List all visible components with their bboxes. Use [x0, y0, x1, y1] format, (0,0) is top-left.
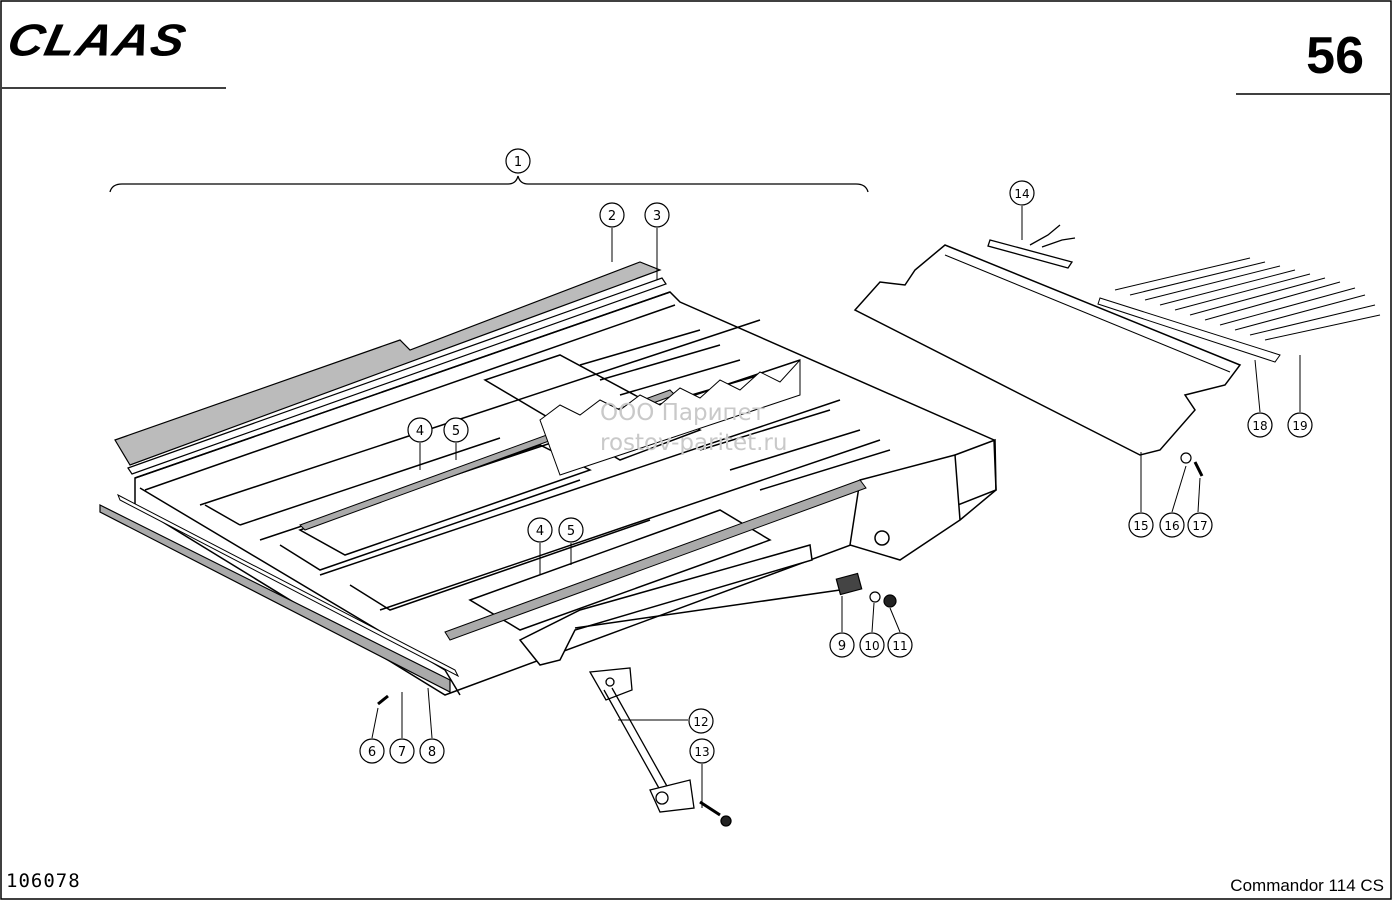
callout-1: 1	[505, 148, 531, 174]
callout-6: 6	[359, 738, 385, 764]
callout-7: 7	[389, 738, 415, 764]
callout-5-lower: 5	[558, 517, 584, 543]
part-3-strip	[127, 277, 667, 475]
callout-4-upper-label: 4	[416, 424, 424, 439]
callout-7-label: 7	[398, 745, 406, 760]
page-number: 56	[1306, 27, 1364, 85]
callout-16-label: 16	[1164, 519, 1179, 533]
callout-2: 2	[599, 202, 625, 228]
callout-14-label: 14	[1014, 187, 1029, 201]
callout-13: 13	[689, 738, 715, 764]
bracket-14	[987, 224, 1076, 269]
callout-12: 12	[688, 708, 714, 734]
group-bracket	[109, 175, 869, 193]
callout-4-lower-label: 4	[536, 524, 544, 539]
comb-18-19	[1097, 257, 1381, 363]
callout-4-lower: 4	[527, 517, 553, 543]
callout-18: 18	[1247, 412, 1273, 438]
callout-8: 8	[419, 738, 445, 764]
callout-8-label: 8	[428, 745, 436, 760]
part-7-8-side-strip	[99, 504, 451, 693]
callouts: 1 2 3 4 5 4 5 6 7 8 9 10 11 12 13 14 15 …	[359, 148, 1313, 764]
callout-15-label: 15	[1133, 519, 1148, 533]
callout-5-lower-label: 5	[567, 524, 575, 539]
callout-2-label: 2	[608, 209, 616, 224]
callout-4-upper: 4	[407, 417, 433, 443]
leader-lines	[371, 206, 1301, 808]
callout-16: 16	[1159, 512, 1185, 538]
callout-13-label: 13	[694, 745, 709, 759]
callout-11: 11	[887, 632, 913, 658]
callout-5-upper: 5	[443, 417, 469, 443]
callout-3-label: 3	[653, 209, 661, 224]
callout-3: 3	[644, 202, 670, 228]
part-4-strip-lower	[444, 479, 867, 641]
drawing-number: 106078	[6, 870, 81, 892]
callout-17-label: 17	[1192, 519, 1207, 533]
callout-12-label: 12	[693, 715, 708, 729]
callout-18-label: 18	[1252, 419, 1267, 433]
callout-19: 19	[1287, 412, 1313, 438]
callout-9: 9	[829, 632, 855, 658]
bolt-6	[377, 694, 389, 706]
callout-17: 17	[1187, 512, 1213, 538]
link-rod-12	[588, 667, 732, 827]
plate-15	[853, 244, 1242, 456]
callout-10: 10	[859, 632, 885, 658]
callout-6-label: 6	[368, 745, 376, 760]
callout-11-label: 11	[892, 639, 907, 653]
part-2-strip	[114, 261, 662, 466]
watermark-company: ООО Парипет	[600, 400, 766, 426]
watermark: ООО Парипет rostov-paritet.ru	[600, 398, 787, 458]
callout-1-label: 1	[514, 155, 522, 170]
hardware-9-10-11	[835, 572, 897, 608]
callout-10-label: 10	[864, 639, 879, 653]
callout-15: 15	[1128, 512, 1154, 538]
callout-5-upper-label: 5	[452, 424, 460, 439]
callout-19-label: 19	[1292, 419, 1307, 433]
watermark-website: rostov-paritet.ru	[600, 430, 788, 456]
callout-9-label: 9	[838, 639, 846, 654]
model-name: Commandor 114 CS	[1230, 876, 1384, 895]
knife-section	[539, 358, 801, 476]
callout-14: 14	[1009, 180, 1035, 206]
